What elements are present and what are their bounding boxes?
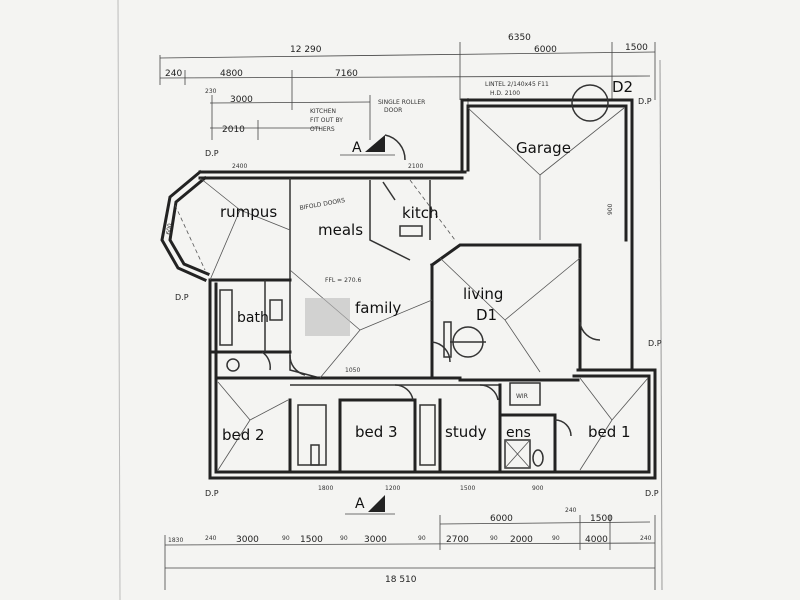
fixtures — [219, 84, 609, 469]
window-code-2: 2100 — [408, 163, 423, 170]
dim-bottom-1500: 1500 — [590, 514, 613, 524]
dim-1500-top: 1500 — [625, 43, 648, 53]
room-label-bed1: bed 1 — [588, 423, 631, 441]
window-code-9: 900 — [607, 203, 614, 215]
dim-row-6: 3000 — [364, 535, 387, 545]
window-code-3: 1800 — [318, 485, 333, 492]
window-code-8: 1050 — [345, 367, 360, 374]
label-d2: D2 — [612, 78, 633, 96]
dim-row-2: 3000 — [236, 535, 259, 545]
dim-3000-top: 3000 — [230, 95, 253, 105]
dim-6000-top: 6000 — [534, 45, 557, 55]
dim-7160: 7160 — [335, 69, 358, 79]
dim-row-3: 90 — [282, 535, 290, 542]
section-a-bottom-label: A — [355, 496, 365, 512]
dp-marker-5: D.P — [205, 489, 219, 498]
note-lintel-2: H.D. 2100 — [490, 90, 520, 97]
note-roller-1: SINGLE ROLLER — [378, 99, 425, 106]
window-code-6: 900 — [532, 485, 544, 492]
dim-row-4: 1500 — [300, 535, 323, 545]
room-label-meals: meals — [318, 221, 363, 239]
window-code-7: 600 — [165, 223, 174, 236]
dim-row-1: 240 — [205, 535, 217, 542]
dim-overall-right: 6350 — [508, 33, 531, 43]
dim-row-5: 90 — [340, 535, 348, 542]
dim-row-7: 90 — [418, 535, 426, 542]
room-label-bed3: bed 3 — [355, 423, 398, 441]
dim-4800: 4800 — [220, 69, 243, 79]
window-code-1: 2400 — [232, 163, 247, 170]
dim-2010: 2010 — [222, 125, 245, 135]
section-a-top-label: A — [352, 140, 362, 156]
room-label-family: family — [355, 299, 401, 317]
note-kitchen-2: FIT OUT BY — [310, 117, 343, 124]
dim-bottom-overall: 18 510 — [385, 575, 417, 585]
dim-row-11: 90 — [552, 535, 560, 542]
dp-marker-4: D.P — [648, 339, 662, 348]
exterior-walls — [160, 98, 657, 480]
dim-240-top: 240 — [165, 69, 182, 79]
dim-row-12: 4000 — [585, 535, 608, 545]
dim-bottom-6000: 6000 — [490, 514, 513, 524]
room-label-rumpus: rumpus — [220, 203, 277, 221]
dp-marker-6: D.P — [645, 489, 659, 498]
dim-overall-left: 12 290 — [290, 45, 322, 55]
dim-bottom-240: 240 — [565, 507, 577, 514]
page-guide-lines — [117, 0, 663, 600]
room-label-study: study — [445, 423, 487, 441]
doors — [261, 134, 601, 437]
dp-marker-2: D.P — [638, 97, 652, 106]
note-lintel-1: LINTEL 2/140x45 F11 — [485, 81, 549, 88]
dim-row-10: 2000 — [510, 535, 533, 545]
room-label-bed2: bed 2 — [222, 426, 265, 444]
dp-marker-3: D.P — [175, 293, 189, 302]
window-code-4: 1200 — [385, 485, 400, 492]
room-label-living: living — [463, 285, 503, 303]
interior-walls — [208, 178, 582, 474]
note-kitchen-1: KITCHEN — [310, 108, 336, 115]
label-d1: D1 — [476, 306, 497, 324]
section-marker-top: A — [340, 135, 395, 156]
note-roller-2: DOOR — [384, 107, 402, 114]
window-code-5: 1500 — [460, 485, 475, 492]
section-marker-bottom: A — [345, 495, 395, 515]
room-label-wir: WIR — [516, 393, 528, 400]
dp-marker-1: D.P — [205, 149, 219, 158]
dim-row-8: 2700 — [446, 535, 469, 545]
room-label-kitch: kitch — [402, 204, 439, 222]
note-ffl: FFL = 270.6 — [325, 277, 361, 284]
dim-row-0: 1830 — [168, 537, 183, 544]
top-dimensions — [159, 42, 656, 165]
dim-row-13: 240 — [640, 535, 652, 542]
dim-230: 230 — [205, 88, 217, 95]
room-label-ens: ens — [506, 425, 531, 441]
note-bifold: BIFOLD DOORS — [299, 197, 346, 212]
room-label-garage: Garage — [516, 139, 571, 157]
bottom-dimensions — [164, 515, 656, 590]
dim-row-9: 90 — [490, 535, 498, 542]
room-label-bath: bath — [237, 310, 269, 326]
note-kitchen-3: OTHERS — [310, 126, 335, 133]
